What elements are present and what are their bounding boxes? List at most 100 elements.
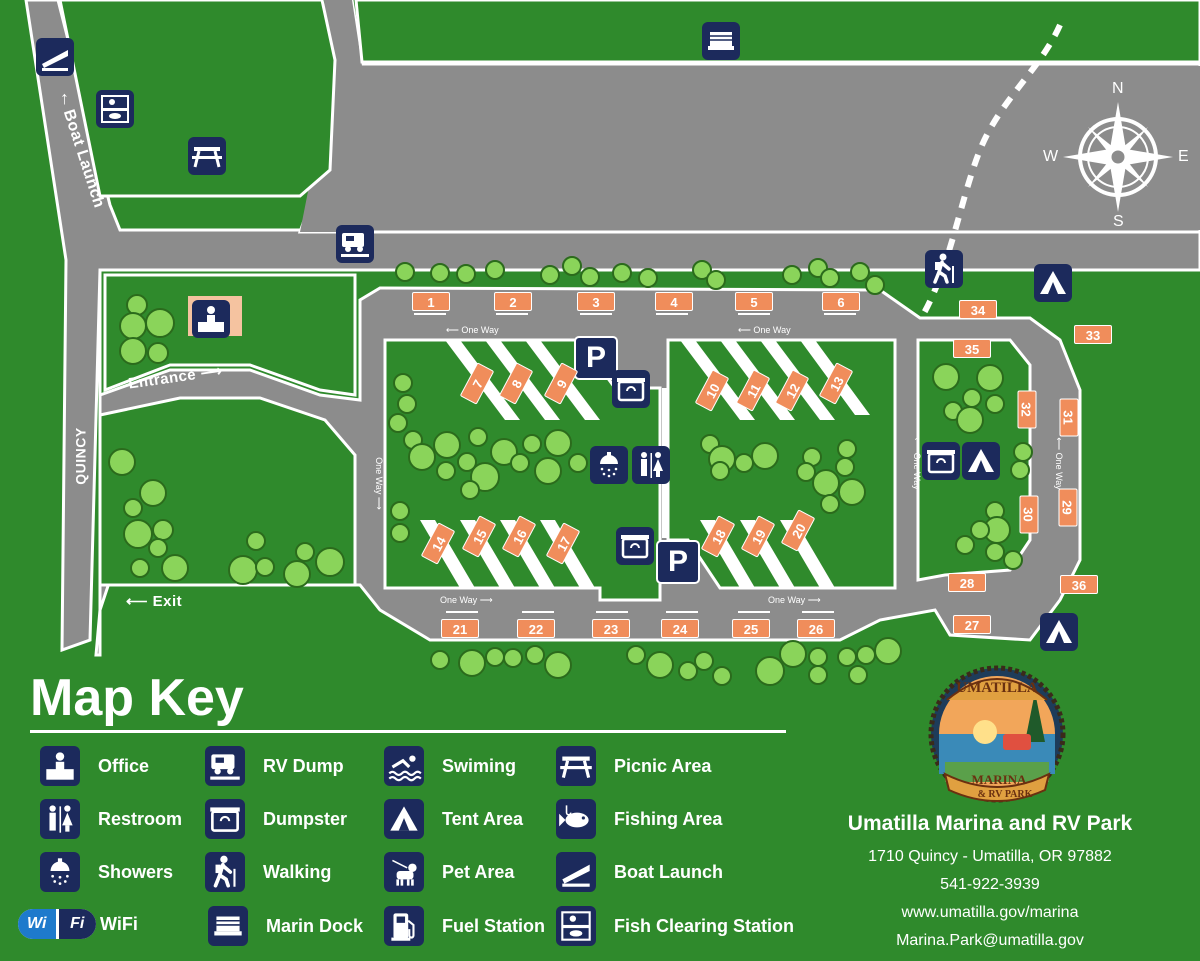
campsite-21[interactable]: 21	[441, 619, 479, 638]
park-address: 1710 Quincy - Umatilla, OR 97882	[868, 848, 1112, 865]
picnic-icon[interactable]	[188, 137, 226, 175]
fuel-icon	[384, 906, 424, 946]
swimming-icon	[384, 746, 424, 786]
one-way-label: One Way ⟶	[373, 457, 384, 510]
key-item-rv-dump: RV Dump	[205, 746, 344, 786]
rv-dump-icon[interactable]	[336, 225, 374, 263]
key-label: Fish Clearing Station	[614, 915, 795, 936]
key-label: Walking	[263, 861, 332, 882]
campsite-30[interactable]: 30	[1019, 495, 1039, 534]
boat-launch-icon	[556, 852, 596, 892]
pet-icon	[384, 852, 424, 892]
compass-west: W	[1043, 148, 1059, 165]
one-way-label: One Way ⟶	[440, 595, 493, 605]
campsite-31[interactable]: 31	[1059, 398, 1079, 437]
campsite-29[interactable]: 29	[1058, 488, 1078, 527]
campsite-23[interactable]: 23	[592, 619, 630, 638]
quincy-road-label: QUINCY	[72, 427, 89, 485]
restroom-icon	[40, 799, 80, 839]
key-label: Fuel Station	[442, 915, 545, 936]
boat-launch-arrow: ↑	[60, 88, 70, 108]
campsite-33[interactable]: 33	[1074, 325, 1112, 344]
dumpster-icon[interactable]	[616, 527, 654, 565]
rv-dump-icon	[205, 746, 245, 786]
key-label: Picnic Area	[614, 755, 712, 776]
tent-icon	[384, 799, 424, 839]
logo-bottom-text-2: & RV PARK	[978, 789, 1033, 800]
campsite-24[interactable]: 24	[661, 619, 699, 638]
dumpster-icon[interactable]	[612, 370, 650, 408]
one-way-label: ⟵ One Way	[446, 325, 499, 335]
dumpster-icon[interactable]	[922, 442, 960, 480]
key-label: RV Dump	[263, 755, 344, 776]
key-item-swimming: Swiming	[384, 746, 516, 786]
key-label: Marin Dock	[266, 915, 364, 936]
walking-icon	[205, 852, 245, 892]
key-item-wifi: Wi Fi WiFi	[18, 904, 138, 944]
office-icon[interactable]	[192, 300, 230, 338]
campsite-34[interactable]: 34	[959, 300, 997, 319]
key-item-dock: Marin Dock	[208, 906, 363, 946]
boat-launch-icon[interactable]	[36, 38, 74, 76]
compass-east: E	[1178, 148, 1189, 165]
dock-icon	[208, 906, 248, 946]
shower-icon[interactable]	[590, 446, 628, 484]
fish-cleaning-icon	[556, 906, 596, 946]
campsite-36[interactable]: 36	[1060, 575, 1098, 594]
key-item-boat-launch: Boat Launch	[556, 852, 723, 892]
campsite-27[interactable]: 27	[953, 615, 991, 634]
key-label: Boat Launch	[614, 861, 724, 882]
parking-sign: P	[656, 540, 700, 584]
logo-bottom-text: MARINA	[972, 772, 1027, 787]
campsite-22[interactable]: 22	[517, 619, 555, 638]
map-key-divider	[30, 730, 786, 733]
key-item-walking: Walking	[205, 852, 331, 892]
key-item-tent: Tent Area	[384, 799, 523, 839]
key-label: Office	[98, 755, 150, 776]
walking-icon[interactable]	[925, 250, 963, 288]
key-item-picnic: Picnic Area	[556, 746, 711, 786]
campsite-28[interactable]: 28	[948, 573, 986, 592]
key-item-fish-cleaning: Fish Clearing Station	[556, 906, 794, 946]
campsite-1[interactable]: 1	[412, 292, 450, 311]
key-item-office: Office	[40, 746, 149, 786]
key-label: Tent Area	[442, 808, 524, 829]
fishing-icon	[556, 799, 596, 839]
key-label: Swiming	[442, 755, 517, 776]
key-item-pet: Pet Area	[384, 852, 514, 892]
campsite-26[interactable]: 26	[797, 619, 835, 638]
restroom-icon[interactable]	[632, 446, 670, 484]
campsite-6[interactable]: 6	[822, 292, 860, 311]
park-email[interactable]: Marina.Park@umatilla.gov	[896, 932, 1084, 949]
park-website[interactable]: www.umatilla.gov/marina	[901, 904, 1079, 921]
one-way-label: ⟵ One Way	[911, 437, 922, 490]
fish-cleaning-icon[interactable]	[96, 90, 134, 128]
dumpster-icon	[205, 799, 245, 839]
park-name: Umatilla Marina and RV Park	[847, 812, 1133, 835]
wifi-icon: Wi Fi	[18, 909, 96, 939]
campsite-4[interactable]: 4	[655, 292, 693, 311]
office-icon	[40, 746, 80, 786]
one-way-label: ⟵ One Way	[1053, 437, 1064, 490]
tent-icon[interactable]	[1034, 264, 1072, 302]
compass-south: S	[1113, 213, 1124, 230]
key-label: Showers	[98, 861, 174, 882]
park-phone[interactable]: 541-922-3939	[940, 876, 1040, 893]
dock-icon[interactable]	[702, 22, 740, 60]
campsite-25[interactable]: 25	[732, 619, 770, 638]
campsite-5[interactable]: 5	[735, 292, 773, 311]
tent-icon[interactable]	[1040, 613, 1078, 651]
campsite-2[interactable]: 2	[494, 292, 532, 311]
campsite-3[interactable]: 3	[577, 292, 615, 311]
key-label: Dumpster	[263, 808, 348, 829]
umatilla-marina-logo: UMATILLA MARINA & RV PARK	[925, 662, 1070, 807]
campsite-32[interactable]: 32	[1017, 390, 1037, 429]
key-label: Restroom	[98, 808, 183, 829]
tent-icon[interactable]	[962, 442, 1000, 480]
picnic-icon	[556, 746, 596, 786]
campsite-35[interactable]: 35	[953, 339, 991, 358]
key-item-dumpster: Dumpster	[205, 799, 347, 839]
key-item-restroom: Restroom	[40, 799, 182, 839]
